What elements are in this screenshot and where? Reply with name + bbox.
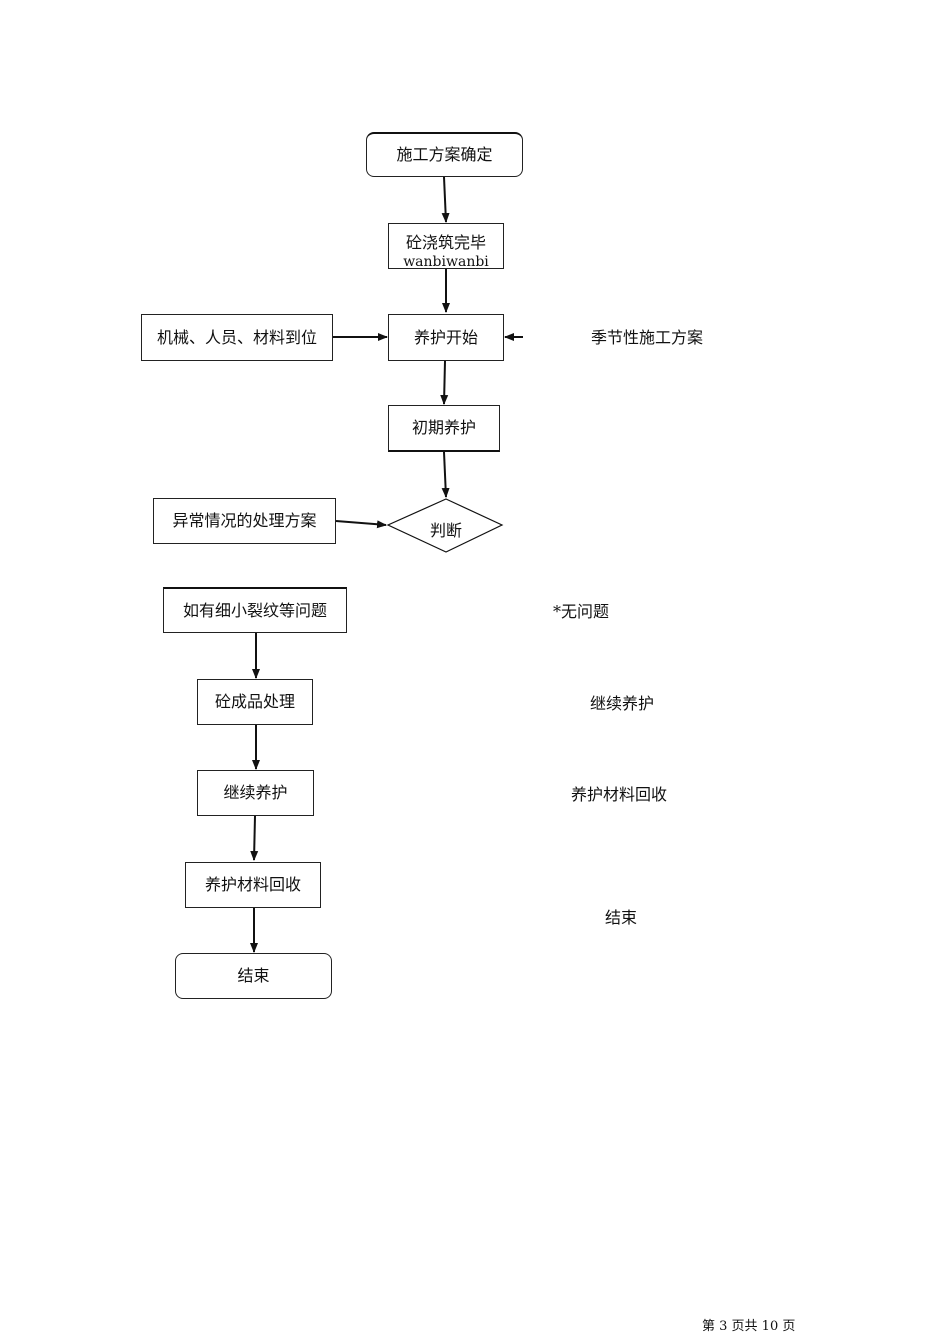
no-problem-label: *无问题 — [553, 602, 610, 621]
initial-curing-node: 初期养护 — [388, 405, 500, 452]
abnormal-plan-node: 异常情况的处理方案 — [153, 498, 336, 544]
seasonal-plan-label: 季节性施工方案 — [591, 328, 704, 347]
end-node: 结束 — [175, 953, 332, 999]
arrow-abnormal-to-judgment — [335, 520, 387, 529]
resources-label: 机械、人员、材料到位 — [156, 327, 317, 347]
material-recovery-label: 养护材料回收 — [204, 875, 301, 895]
arrow-start-to-pour — [441, 176, 450, 223]
material-recovery-node: 养护材料回收 — [185, 862, 321, 908]
finished-treatment-label: 砼成品处理 — [214, 692, 295, 712]
end-right-label: 结束 — [605, 908, 638, 927]
curing-start-label: 养护开始 — [413, 327, 478, 347]
continue-curing-right-label: 继续养护 — [590, 694, 655, 713]
pour-complete-label: 砼浇筑完毕 — [405, 233, 486, 252]
arrow-initial-to-judgment — [441, 451, 450, 498]
abnormal-plan-label: 异常情况的处理方案 — [172, 511, 317, 531]
arrow-curing-to-initial — [440, 360, 449, 405]
page-footer: 第 3 页共 10 页 — [702, 1319, 796, 1334]
start-node-label: 施工方案确定 — [396, 145, 493, 165]
continue-curing-node: 继续养护 — [197, 770, 314, 816]
arrow-continue-to-recovery — [250, 815, 259, 861]
initial-curing-label: 初期养护 — [411, 418, 476, 438]
crack-issue-label: 如有细小裂纹等问题 — [182, 600, 327, 620]
pour-complete-node: 砼浇筑完毕 wanbiwanbi — [388, 223, 504, 269]
resources-node: 机械、人员、材料到位 — [141, 314, 333, 361]
finished-treatment-node: 砼成品处理 — [197, 679, 313, 725]
judgment-label: 判断 — [430, 521, 463, 540]
curing-start-node: 养护开始 — [388, 314, 504, 361]
continue-curing-label: 继续养护 — [223, 783, 288, 803]
crack-issue-node: 如有细小裂纹等问题 — [163, 587, 347, 633]
material-recovery-right-label: 养护材料回收 — [571, 785, 668, 804]
start-node: 施工方案确定 — [366, 132, 523, 177]
end-node-label: 结束 — [237, 966, 270, 986]
judgment-diamond — [386, 498, 504, 553]
pour-complete-pinyin: wanbiwanbi — [403, 253, 489, 270]
